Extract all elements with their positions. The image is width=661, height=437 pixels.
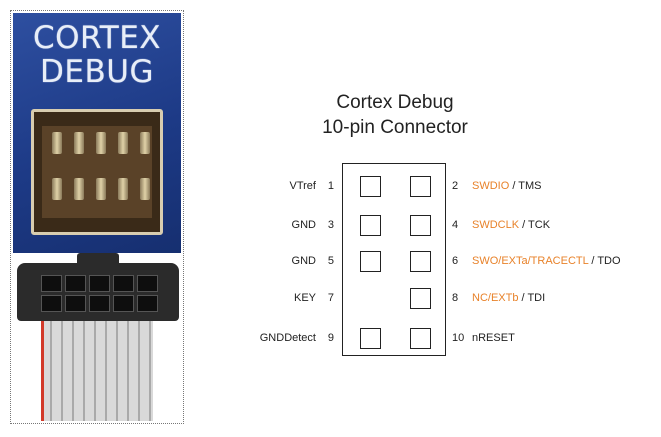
pin-signal-left: GNDDetect — [259, 332, 316, 344]
board-silkscreen-label: CORTEX DEBUG — [19, 21, 175, 89]
pin-signal-right: NC/EXTb / TDI — [472, 292, 545, 304]
pin-number-left: 1 — [327, 180, 334, 192]
header-pin — [118, 132, 128, 154]
pin-signal-left: GND — [291, 255, 316, 267]
pin-pad-left — [360, 328, 381, 349]
connector-socket — [89, 275, 110, 292]
header-pin — [52, 132, 62, 154]
title-line-2: 10-pin Connector — [322, 117, 468, 138]
header-pin — [140, 178, 150, 200]
pin-signal-right: nRESET — [472, 332, 515, 344]
ribbon-cable-connector — [17, 253, 179, 321]
signal-name-alt: / TDO — [588, 255, 621, 267]
pin-number-right: 10 — [452, 332, 465, 344]
header-pin — [74, 178, 84, 200]
signal-name-highlight: SWDCLK — [472, 219, 520, 231]
pin-number-left: 3 — [327, 219, 334, 231]
connector-socket — [113, 275, 134, 292]
pin-signal-left: GND — [291, 219, 316, 231]
board-label-line-2: DEBUG — [40, 54, 154, 90]
pin-pad-right — [410, 251, 431, 272]
connector-socket — [89, 295, 110, 312]
pin-number-right: 2 — [452, 180, 459, 192]
header-pin — [52, 178, 62, 200]
pin-signal-right: SWO/EXTa/TRACECTL / TDO — [472, 255, 621, 267]
pin-pad-left — [360, 215, 381, 236]
pin-header — [31, 109, 163, 235]
diagram-title: Cortex Debug 10-pin Connector — [260, 90, 530, 140]
pin-pad-right — [410, 288, 431, 309]
signal-name-alt: / TCK — [519, 219, 551, 231]
pin-signal-left: VTref — [289, 180, 317, 192]
header-pin — [74, 132, 84, 154]
connector-outline — [342, 163, 446, 356]
header-pin — [118, 178, 128, 200]
signal-name-alt: / TMS — [509, 180, 542, 192]
pin-number-left: 7 — [327, 292, 334, 304]
pin-number-right: 4 — [452, 219, 459, 231]
signal-name-alt: nRESET — [472, 332, 515, 344]
pin1-red-wire — [41, 321, 50, 421]
pin-number-right: 6 — [452, 255, 459, 267]
header-pin — [96, 178, 106, 200]
header-pin — [96, 132, 106, 154]
signal-name-highlight: SWO/EXTa/TRACECTL — [472, 255, 589, 267]
connector-socket — [41, 275, 62, 292]
signal-name-highlight: SWDIO — [472, 180, 510, 192]
pin-number-right: 8 — [452, 292, 459, 304]
connector-socket — [113, 295, 134, 312]
pin-signal-left: KEY — [293, 292, 316, 304]
title-line-1: Cortex Debug — [336, 92, 454, 113]
pin-signal-right: SWDIO / TMS — [472, 180, 541, 192]
pin-pad-left — [360, 251, 381, 272]
pin-pad-right — [410, 328, 431, 349]
signal-name-alt: / TDI — [518, 292, 546, 304]
connector-socket — [137, 295, 158, 312]
circuit-board-photo: CORTEX DEBUG — [13, 13, 181, 253]
connector-socket — [41, 295, 62, 312]
board-label-line-1: CORTEX — [32, 20, 162, 56]
connector-socket — [65, 295, 86, 312]
connector-photo: CORTEX DEBUG — [10, 10, 184, 424]
signal-name-highlight: NC/EXTb — [472, 292, 519, 304]
ribbon-cable — [41, 321, 153, 421]
connector-socket — [137, 275, 158, 292]
pin-pad-right — [410, 176, 431, 197]
pin-number-left: 5 — [327, 255, 334, 267]
connector-socket — [65, 275, 86, 292]
pin-number-left: 9 — [327, 332, 334, 344]
pin-pad-right — [410, 215, 431, 236]
header-pin — [140, 132, 150, 154]
connector-key-notch — [77, 253, 119, 265]
pin-pad-left — [360, 176, 381, 197]
pin-signal-right: SWDCLK / TCK — [472, 219, 550, 231]
